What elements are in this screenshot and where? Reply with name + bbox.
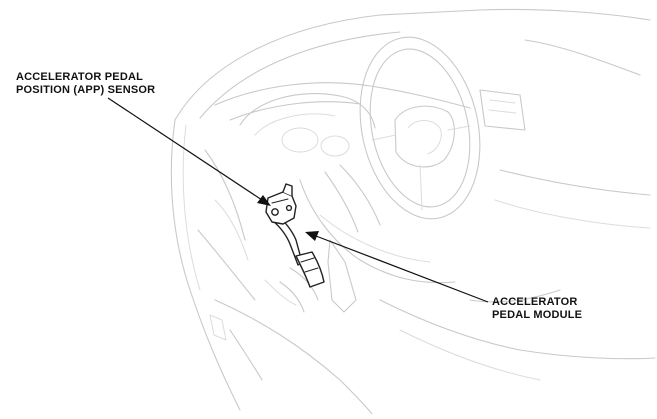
sensor-bolt-right [285, 204, 293, 212]
pedal-module-callout-line1: ACCELERATOR [492, 296, 578, 308]
pedal-module-callout-line2: PEDAL MODULE [492, 309, 583, 321]
app-sensor-leader [107, 97, 271, 206]
app-sensor-callout: ACCELERATOR PEDAL POSITION (APP) SENSOR [16, 71, 155, 97]
accelerator-pedal-module [265, 183, 325, 288]
pedal-module-callout: ACCELERATOR PEDAL MODULE [492, 296, 582, 322]
sensor-bolt-left [271, 208, 279, 216]
app-sensor-callout-line2: POSITION (APP) SENSOR [16, 84, 156, 96]
interior-ghost-outline [170, 8, 656, 415]
app-sensor-callout-line1: ACCELERATOR PEDAL [16, 71, 144, 83]
pedal-module-leader [305, 231, 489, 303]
